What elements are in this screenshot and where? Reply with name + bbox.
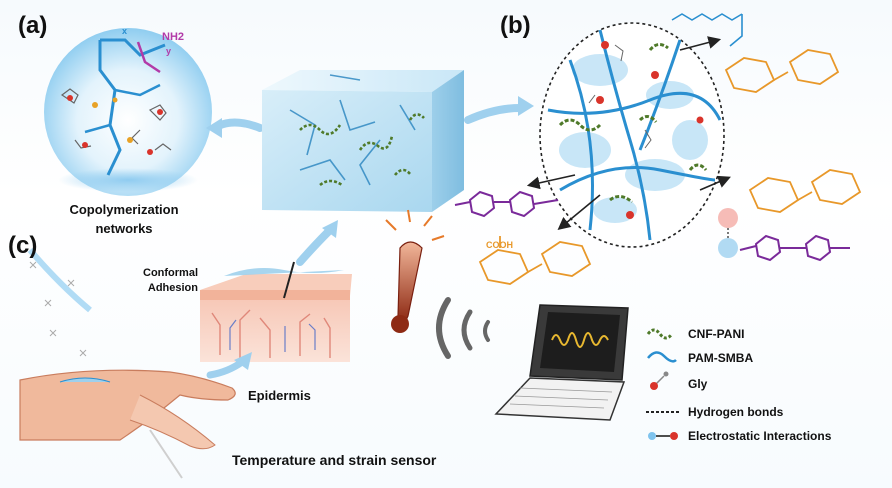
nh2-label: NH2 <box>162 31 185 43</box>
electrostatic-sites <box>718 208 738 258</box>
laptop-icon <box>494 304 629 421</box>
copolymer-caption: Copolymerization networks <box>40 200 208 238</box>
legend-pam-smba-label: PAM-SMBA <box>688 351 754 365</box>
legend-hydrogen-bonds-label: Hydrogen bonds <box>688 405 784 419</box>
hydrogel-cube <box>262 70 464 212</box>
cooh-label: COOH <box>486 240 513 250</box>
signal-waves-icon <box>436 297 490 359</box>
x-subscript: x <box>122 26 128 36</box>
thermometer-icon <box>385 209 445 333</box>
legend-gly-label: Gly <box>688 377 708 391</box>
copolymer-sphere <box>44 28 212 196</box>
pointer-lines <box>526 36 731 231</box>
arrow-to-cube <box>296 228 332 266</box>
gly-icon <box>650 371 669 390</box>
network-zoom <box>539 22 725 248</box>
arrow-to-skin <box>206 358 246 379</box>
panel-label-a: (a) <box>18 12 48 39</box>
sensor-caption: Temperature and strain sensor <box>232 452 437 468</box>
hand-illustration <box>19 248 236 479</box>
electrostatic-icon <box>648 432 678 440</box>
adhesion-caption: Conformal Adhesion <box>124 266 198 296</box>
pani-structure-right <box>739 234 850 262</box>
pani-structure-left <box>454 190 559 218</box>
adhesion-caption-line1: Conformal <box>143 267 198 279</box>
legend-cnf-pani-label: CNF-PANI <box>688 327 745 341</box>
panel-label-b: (b) <box>500 12 531 39</box>
skin-section <box>200 261 352 362</box>
arrow-to-sphere <box>214 118 264 132</box>
cellulose-structure-right <box>748 169 862 213</box>
copolymer-caption-line1: Copolymerization <box>69 202 179 217</box>
cnf-pani-icon <box>646 328 674 340</box>
legend-icons <box>646 328 680 440</box>
pam-smba-icon <box>647 351 677 363</box>
cellulose-structure-bottom <box>478 236 592 285</box>
panel-label-c: (c) <box>8 232 38 259</box>
pam-chain-structure <box>671 13 743 47</box>
epidermis-caption: Epidermis <box>248 388 311 403</box>
y-subscript: y <box>166 46 172 56</box>
adhesion-caption-line2: Adhesion <box>147 282 198 294</box>
legend-electrostatic-label: Electrostatic Interactions <box>688 429 832 443</box>
arrow-to-network <box>464 104 524 124</box>
cellulose-structure-top <box>724 49 840 93</box>
copolymer-caption-line2: networks <box>95 221 153 236</box>
